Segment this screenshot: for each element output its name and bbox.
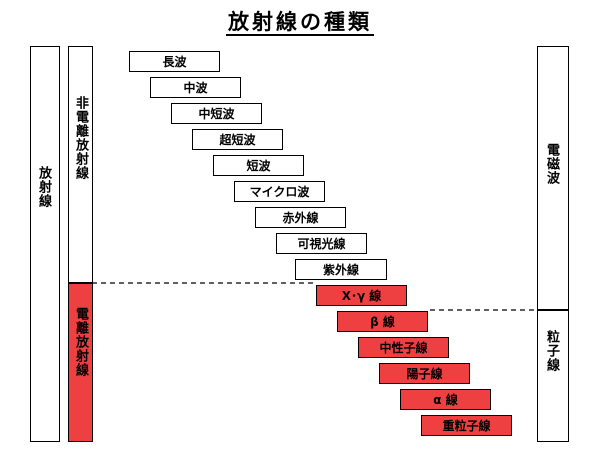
electromagnetic-label: 電磁波 bbox=[544, 143, 559, 185]
rad-item-microwave: マイクロ波 bbox=[234, 181, 325, 202]
rad-item-visible-light: 可視光線 bbox=[276, 233, 367, 254]
rad-item-infrared: 赤外線 bbox=[255, 207, 346, 228]
rad-item-long-wave: 長波 bbox=[129, 51, 220, 72]
rad-item-medium-short-wave: 中短波 bbox=[171, 103, 262, 124]
rad-item-neutron-ray: 中性子線 bbox=[358, 337, 449, 358]
rad-item-ultraviolet: 紫外線 bbox=[295, 259, 387, 280]
rad-item-medium-wave: 中波 bbox=[150, 77, 241, 98]
electromagnetic-column bbox=[537, 46, 569, 310]
rad-item-vhf-wave: 超短波 bbox=[192, 129, 283, 150]
ionizing-label: 電離放射線 bbox=[73, 307, 88, 377]
rad-item-heavy-particle-ray: 重粒子線 bbox=[421, 415, 512, 436]
ionizing-column bbox=[68, 283, 93, 442]
non-ionizing-label: 非電離放射線 bbox=[73, 96, 88, 180]
particle-label: 粒子線 bbox=[544, 330, 559, 372]
radiation-label: 放射線 bbox=[36, 166, 51, 208]
particle-column bbox=[537, 310, 569, 442]
rad-item-x-gamma-ray: X･γ 線 bbox=[316, 285, 407, 306]
non-ionizing-column bbox=[68, 46, 93, 283]
rad-item-short-wave: 短波 bbox=[213, 155, 304, 176]
rad-item-alpha-ray: α 線 bbox=[400, 389, 491, 410]
rad-item-beta-ray: β 線 bbox=[337, 311, 428, 332]
rad-item-proton-ray: 陽子線 bbox=[379, 363, 470, 384]
diagram-title: 放射線の種類 bbox=[226, 10, 374, 36]
radiation-column bbox=[30, 46, 60, 442]
